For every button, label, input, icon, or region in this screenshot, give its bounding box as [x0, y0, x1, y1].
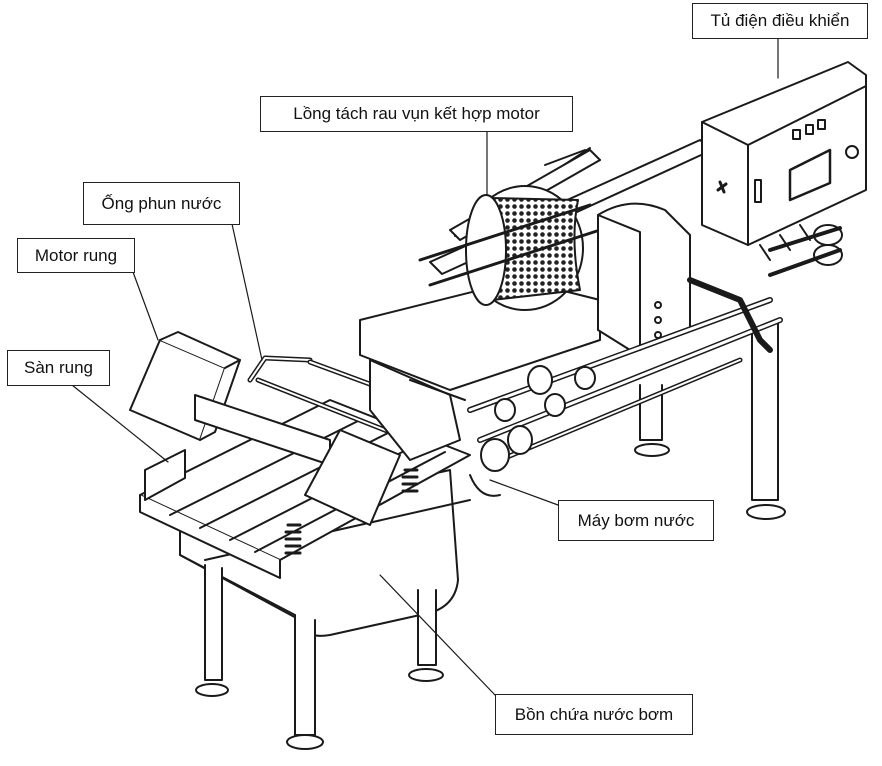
tank-assembly — [179, 469, 471, 750]
label-water-pump: Máy bơm nước — [558, 500, 714, 541]
label-vibration-motor: Motor rung — [17, 238, 135, 273]
separator-drum — [418, 185, 602, 311]
water-pump — [469, 365, 596, 497]
leader-lines — [71, 37, 779, 696]
label-tank: Bồn chứa nước bơm — [495, 694, 693, 735]
label-separator-drum: Lồng tách rau vụn kết hợp motor — [260, 96, 573, 132]
label-vibrating-deck: Sàn rung — [7, 350, 110, 386]
label-spray-pipe: Ống phun nước — [83, 182, 240, 225]
control-box — [701, 61, 867, 277]
vibration-motor — [129, 331, 401, 526]
rear-legs — [634, 319, 786, 520]
pipework — [467, 277, 783, 463]
drum-motor — [597, 202, 691, 351]
label-control-box: Tủ điện điều khiển — [692, 3, 868, 39]
